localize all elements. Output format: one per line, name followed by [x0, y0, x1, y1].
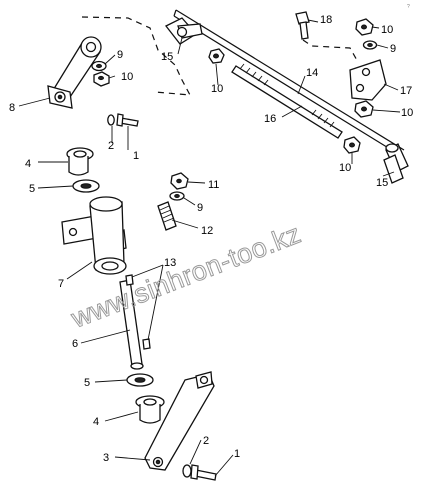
callout-9-mid: 9: [197, 202, 203, 214]
part-11-nut-center: [170, 172, 189, 190]
dashed-connection-left: [81, 16, 192, 96]
part-3-lower-arm: [144, 371, 215, 471]
callout-2-top: 2: [108, 140, 114, 152]
callout-3: 3: [103, 452, 109, 464]
part-10-nut-low: [343, 136, 361, 154]
part-4-bushing-top: [66, 147, 94, 176]
callout-4-top: 4: [25, 158, 31, 170]
callout-16: 16: [264, 113, 276, 125]
callout-2-bottom: 2: [203, 435, 209, 447]
callout-13: 13: [164, 257, 176, 269]
callout-8: 8: [9, 102, 15, 114]
callout-9-left: 9: [117, 49, 123, 61]
callout-10-top-right: 10: [381, 24, 393, 36]
part-9-washer-right: [362, 40, 378, 50]
part-17-bracket: [349, 59, 387, 101]
dashed-connection-right: [302, 39, 359, 63]
part-8-link-arm: [47, 36, 102, 109]
part-10-nut-mid: [208, 48, 225, 64]
part-14-main-shaft: [165, 9, 409, 184]
callout-9-right: 9: [390, 43, 396, 55]
callout-1-bottom: 1: [234, 448, 240, 460]
callout-18: 18: [320, 14, 332, 26]
callout-10-low: 10: [339, 162, 351, 174]
callout-10-mid: 10: [211, 83, 223, 95]
corner-mark: ?: [407, 4, 410, 10]
callout-12: 12: [201, 225, 213, 237]
callout-11: 11: [208, 179, 219, 191]
callout-4-bottom: 4: [93, 416, 99, 428]
callout-1-top: 1: [133, 150, 139, 162]
part-1-bolt-bottom: [190, 464, 217, 481]
part-2-washer-bottom: [182, 464, 192, 478]
callout-15-left: 15: [161, 51, 173, 63]
callout-10-left: 10: [121, 71, 133, 83]
part-9-washer-left: [91, 60, 107, 72]
callout-6: 6: [72, 338, 78, 350]
part-13-pins: [125, 274, 151, 350]
part-4-bushing-bottom: [135, 395, 165, 424]
part-16-threaded-rod: [231, 63, 343, 139]
part-5-washer-bottom: [126, 373, 154, 387]
part-5-washer-top: [72, 179, 100, 193]
callout-labels: 8 9 10 2 1 4 5 7 6 5 4 3 2 1 11 9 12 13 …: [9, 14, 413, 464]
part-7-pivot-tube: [61, 196, 127, 275]
callout-5-bottom: 5: [84, 377, 90, 389]
part-12-stud: [157, 201, 177, 231]
part-10-nut-left: [93, 71, 110, 87]
part-9-washer-center: [169, 191, 185, 201]
part-10-nut-top-right: [355, 18, 374, 36]
callout-17: 17: [400, 85, 412, 97]
callout-10-right: 10: [401, 107, 413, 119]
callout-14: 14: [306, 67, 318, 79]
callout-7: 7: [58, 278, 64, 290]
part-2-washer-top: [107, 114, 115, 126]
part-10-nut-right: [354, 100, 374, 118]
callout-15-right: 15: [376, 177, 388, 189]
part-18-bolt: [295, 11, 310, 40]
callout-5-top: 5: [29, 183, 35, 195]
part-1-bolt-top: [116, 113, 139, 127]
leader-lines: [18, 19, 401, 477]
